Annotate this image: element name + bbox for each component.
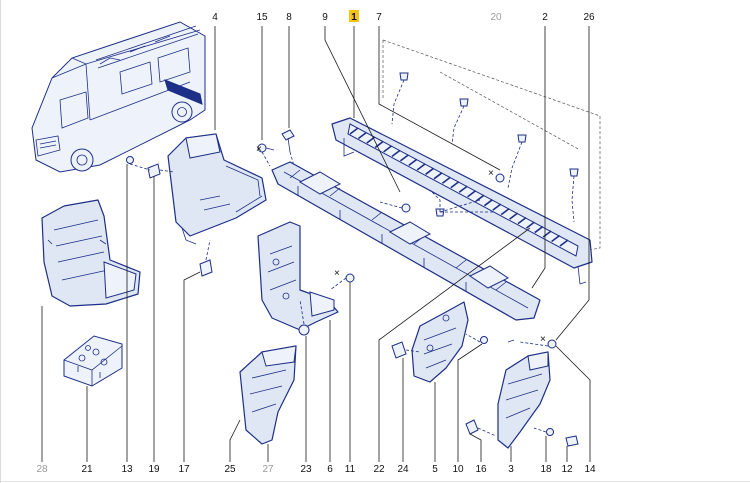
tread-rib [357, 131, 367, 140]
callout-label-12[interactable]: 12 [561, 464, 573, 475]
tread-rib [450, 181, 460, 189]
tread-rib [542, 230, 552, 238]
svg-text:×: × [540, 334, 546, 345]
tread-rib [408, 158, 418, 167]
callout-label-18[interactable]: 18 [540, 464, 552, 475]
tread-rib [475, 194, 485, 202]
frame-left-border [0, 0, 1, 483]
tread-rib [458, 185, 468, 193]
callout-label-13[interactable]: 13 [121, 464, 133, 475]
bottom-callout-labels: 28 21 13 19 17 25 27 23 6 11 22 24 5 10 16 3 18 12 14 [36, 464, 596, 475]
callout-label-2[interactable]: 2 [542, 12, 548, 23]
tread-rib [559, 239, 569, 247]
tread-rib [525, 221, 535, 229]
clip [569, 168, 579, 177]
callout-label-5[interactable]: 5 [432, 464, 438, 475]
frame-bottom-border [0, 481, 750, 482]
tread-rib [551, 234, 561, 243]
clip [459, 98, 469, 107]
callout-label-15[interactable]: 15 [256, 12, 268, 23]
callout-label-11[interactable]: 11 [345, 464, 356, 475]
tread-rib [416, 163, 426, 171]
callout-label-14[interactable]: 14 [584, 464, 596, 475]
callout-label-9[interactable]: 9 [322, 12, 328, 23]
svg-text:×: × [334, 268, 340, 279]
callout-label-1[interactable]: 1 [351, 12, 357, 23]
callout-label-22[interactable]: 22 [373, 464, 385, 475]
tread-rib [399, 154, 409, 162]
clips [391, 72, 579, 223]
callout-highlight [349, 10, 359, 22]
callout-label-21[interactable]: 21 [81, 464, 93, 475]
side-cover-4 [167, 133, 267, 245]
callout-label-26[interactable]: 26 [583, 12, 595, 23]
fastener-kit-21 [63, 335, 123, 387]
callout-label-7[interactable]: 7 [376, 12, 382, 23]
callout-label-27[interactable]: 27 [262, 464, 274, 475]
tread-rib [467, 190, 477, 198]
clip [435, 208, 445, 217]
top-callout-labels: 4 15 8 9 1 7 20 2 26 [212, 10, 595, 23]
tread-rib [492, 203, 502, 211]
callout-label-25[interactable]: 25 [224, 464, 236, 475]
tread-rib [509, 212, 519, 220]
tread-rib [374, 140, 384, 149]
left-panel-28 [41, 199, 141, 307]
callout-label-19[interactable]: 19 [148, 464, 160, 475]
step-beam-2 [271, 161, 541, 321]
tread-rib [349, 127, 359, 135]
fasteners: × × × × [126, 129, 579, 447]
clip [399, 72, 409, 81]
callout-label-20[interactable]: 20 [490, 12, 502, 23]
tread-rib [534, 225, 544, 234]
svg-text:×: × [256, 144, 262, 155]
callout-label-17[interactable]: 17 [178, 464, 190, 475]
callout-label-6[interactable]: 6 [327, 464, 333, 475]
callout-label-8[interactable]: 8 [286, 12, 292, 23]
bracket-5 [411, 301, 469, 383]
tread-rib [433, 172, 443, 180]
tread-rib [441, 176, 451, 184]
svg-text:×: × [488, 168, 494, 179]
clip [517, 134, 527, 143]
tread-rib [517, 216, 527, 225]
callout-label-16[interactable]: 16 [475, 464, 487, 475]
tread-rib [383, 145, 393, 153]
tread-rib [391, 149, 401, 158]
tread-rib [500, 207, 510, 216]
bracket-6 [257, 221, 339, 331]
callout-label-23[interactable]: 23 [300, 464, 312, 475]
callout-label-10[interactable]: 10 [452, 464, 464, 475]
lower-cover-3 [497, 351, 551, 449]
tread-rib [425, 167, 435, 175]
callout-label-28[interactable]: 28 [36, 464, 48, 475]
lower-cover-25 [239, 345, 297, 445]
assembly-envelope-20 [382, 39, 601, 253]
leader-lines [41, 26, 591, 462]
callout-label-4[interactable]: 4 [212, 12, 218, 23]
tread-rib [483, 199, 493, 207]
callout-label-24[interactable]: 24 [397, 464, 409, 475]
callout-label-3[interactable]: 3 [508, 464, 514, 475]
van-illustration [31, 21, 206, 173]
